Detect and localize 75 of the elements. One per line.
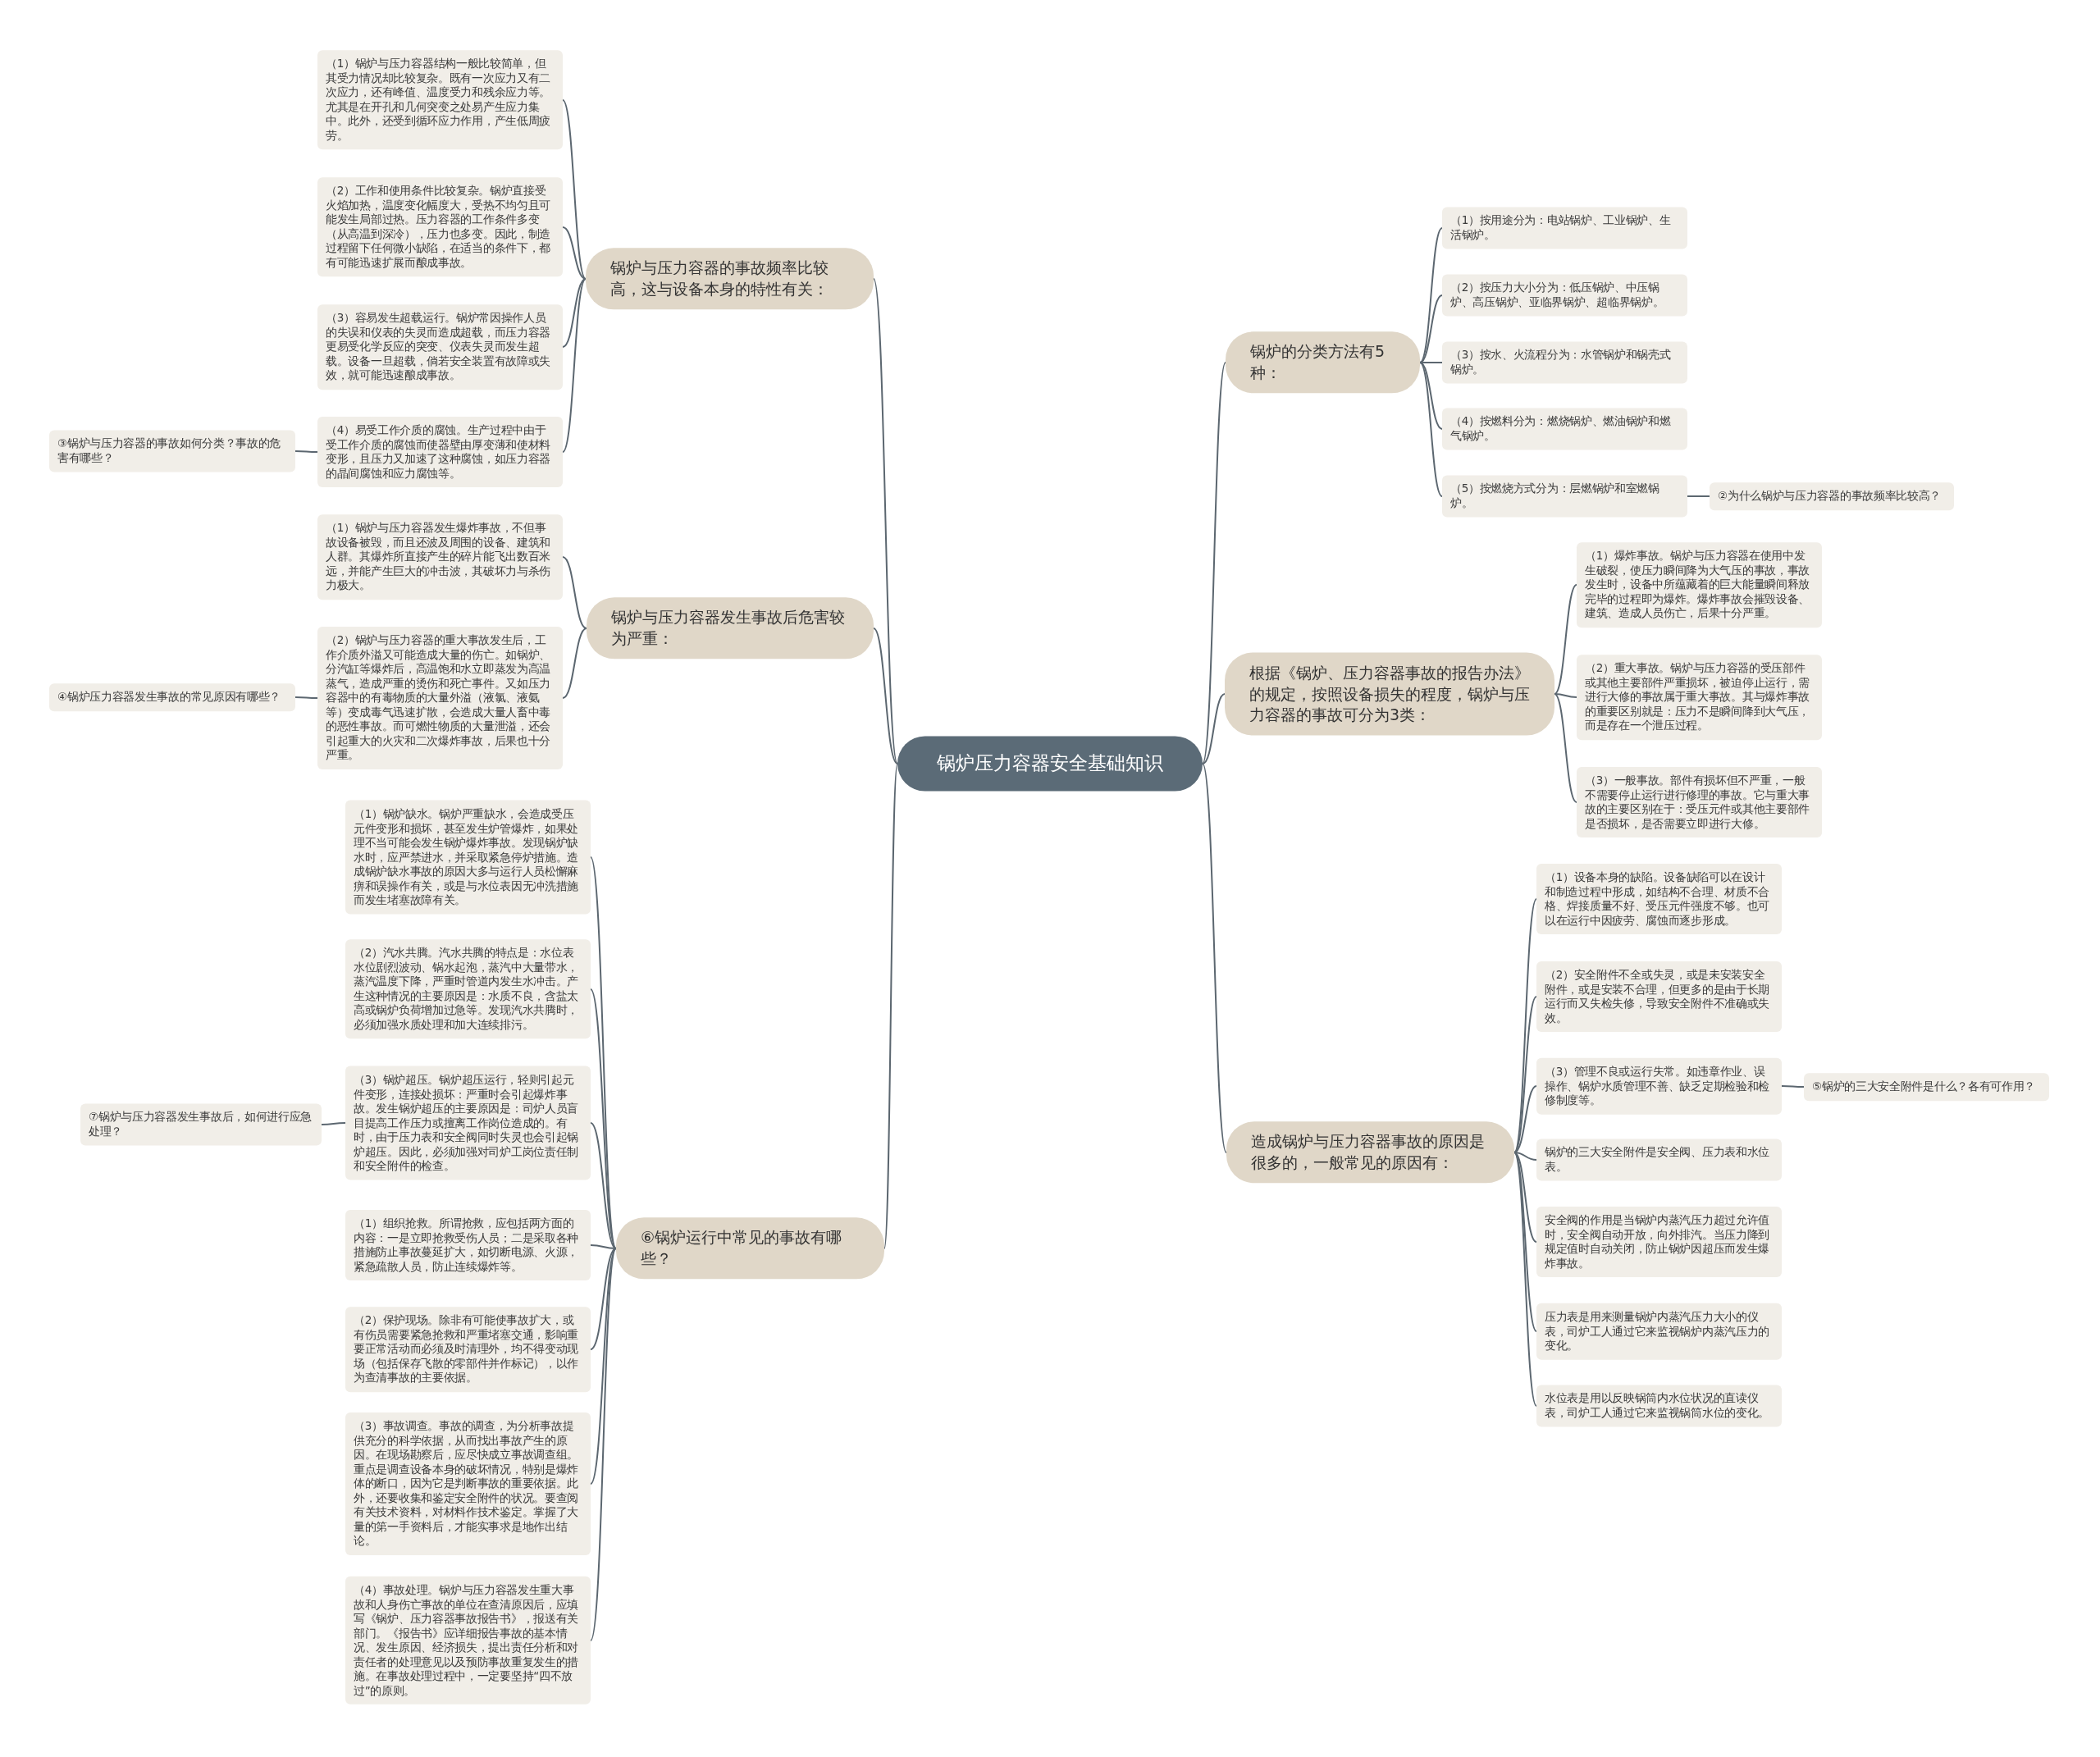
connector-line (1687, 495, 1710, 497)
connector-line (590, 1248, 617, 1641)
topic-box: ⑦锅炉与压力容器发生事故后，如何进行应急处理？ (80, 1103, 322, 1146)
topic-box: （4）事故处理。锅炉与压力容器发生重大事故和人身伤亡事故的单位在查清原因后，应填写《锅炉、压力容器事故报告书》，报送有关部门。《报告书》应详细报告事故的基本情况、发生原因、经济损失，提出责任分析和对责任者的处理意见以及预防事故重复发生的措施。在事故处理过程中，一定要坚持“四不放过”的原则。 (345, 1576, 591, 1705)
topic-box: （1）爆炸事故。锅炉与压力容器在使用中发生破裂，使压力瞬间降为大气压的事故，事故发生时，设备中所蕴藏着的巨大能量瞬间释放完毕的过程即为爆炸。爆炸事故会摧毁设备、建筑、造成人员伤亡，后果十分严重。 (1577, 542, 1822, 628)
branch-topic: ⑥锅炉运行中常见的事故有哪些？ (616, 1217, 884, 1280)
connector-line (590, 1122, 617, 1249)
connector-line (1419, 362, 1443, 497)
branch-topic: 造成锅炉与压力容器事故的原因是很多的，一般常见的原因有： (1226, 1121, 1514, 1184)
connector-line (590, 1248, 617, 1485)
connector-line (1419, 294, 1443, 363)
connector-line (1513, 1085, 1537, 1153)
connector-line (1513, 1152, 1537, 1332)
connector-line (590, 1244, 617, 1249)
connector-line (562, 226, 587, 280)
branch-topic: 根据《锅炉、压力容器事故的报告办法》的规定，按照设备损失的程度，锅炉与压力容器的事故可分为3类： (1225, 652, 1554, 736)
connector-line (1554, 693, 1577, 698)
topic-box: （2）安全附件不全或失灵，或是未安装安全附件，或是安装不合理，但更多的是由于长期运行而又失检失修，导致安全附件不准确或失效。 (1536, 961, 1782, 1033)
topic-box: 压力表是用来测量锅炉内蒸汽压力大小的仪表，司炉工人通过它来监视锅炉内蒸汽压力的变化。 (1536, 1303, 1782, 1360)
topic-box: 安全阀的作用是当锅炉内蒸汽压力超过允许值时，安全阀自动开放，向外排汽。当压力降到规定值时自动关闭，防止锅炉因超压而发生爆炸事故。 (1536, 1206, 1782, 1278)
branch-topic: 锅炉的分类方法有5种： (1226, 331, 1420, 394)
topic-box: ⑤锅炉的三大安全附件是什么？各有可作用？ (1804, 1073, 2049, 1101)
central-topic: 锅炉压力容器安全基础知识 (897, 736, 1203, 792)
connector-line (562, 278, 587, 453)
topic-box: （2）保护现场。除非有可能使事故扩大，或有伤员需要紧急抢救和严重堵塞交通，影响重要正常活动而必须及时清理外，均不得变动现场（包括保存飞散的零部件并作标记），以作为查清事故的主要依据。 (345, 1307, 591, 1392)
topic-box: 锅炉的三大安全附件是安全阀、压力表和水位表。 (1536, 1139, 1782, 1181)
connector-line (590, 988, 617, 1249)
connector-line (1554, 693, 1577, 803)
branch-topic: 锅炉与压力容器发生事故后危害较为严重： (587, 597, 874, 659)
topic-box: （3）按水、火流程分为：水管锅炉和锅壳式锅炉。 (1442, 341, 1687, 384)
connector-line (294, 450, 318, 453)
topic-box: （4）按燃料分为：燃烧锅炉、燃油锅炉和燃气锅炉。 (1442, 408, 1687, 450)
connector-line (1513, 1152, 1537, 1161)
topic-box: （1）按用途分为：电站锅炉、工业锅炉、生活锅炉。 (1442, 207, 1687, 249)
topic-box: （2）工作和使用条件比较复杂。锅炉直接受火焰加热，温度变化幅度大，受热不均匀且可能发生局部过热。压力容器的工作条件多变（从高温到深冷），压力也多变。因此，制造过程留下任何微小缺陷，在适当的条件下，都有可能迅速扩展而酿成事故。 (317, 177, 563, 277)
connector-line (294, 696, 318, 699)
topic-box: （2）重大事故。锅炉与压力容器的受压部件或其他主要部件严重损坏，被迫停止运行，需进行大修的事故属于重大事故。其与爆炸事故的重要区别就是：压力不是瞬间降到大气压，而是存在一个泄压过程。 (1577, 655, 1822, 740)
topic-box: （2）按压力大小分为：低压锅炉、中压锅炉、高压锅炉、亚临界锅炉、超临界锅炉。 (1442, 274, 1687, 317)
connector-line (873, 278, 898, 764)
connector-line (590, 1248, 617, 1350)
topic-box: （3）一般事故。部件有损坏但不严重，一般不需要停止运行进行修理的事故。它与重大事故的主要区别在于：受压元件或其他主要部件是否损坏，是否需要立即进行大修。 (1577, 766, 1822, 838)
connector-line (873, 628, 898, 764)
connector-line (883, 763, 898, 1249)
topic-box: （5）按燃烧方式分为：层燃锅炉和室燃锅炉。 (1442, 475, 1687, 518)
connector-line (1202, 693, 1226, 764)
connector-line (562, 99, 587, 280)
topic-box: （3）事故调查。事故的调查，为分析事故提供充分的科学依据，从而找出事故产生的原因。在现场勘察后，应尽快成立事故调查组。重点是调查设备本身的破坏情况，特别是爆炸体的断口，因为它是判断事故的重要依据。此外，还要收集和鉴定安全附件的状况。要查阅有关技术资料，对材料作技术鉴定。掌握了大量的第一手资料后，才能实事求是地作出结论。 (345, 1412, 591, 1555)
connector-line (1781, 1085, 1805, 1088)
topic-box: ③锅炉与压力容器的事故如何分类？事故的危害有哪些？ (49, 430, 295, 472)
connector-line (1419, 362, 1443, 430)
topic-box: （3）锅炉超压。锅炉超压运行，轻则引起元件变形，连接处损坏：严重时会引起爆炸事故。发生锅炉超压的主要原因是：司炉人员盲目提高工作压力或擅离工作岗位造成的。有时，由于压力表和安全阀同时失灵也会引起锅炉超压。因此，必须加强对司炉工岗位责任制和安全附件的检查。 (345, 1066, 591, 1180)
topic-box: （4）易受工作介质的腐蚀。生产过程中由于受工作介质的腐蚀而使器壁由厚变薄和使材料变形，且压力又加速了这种腐蚀，如压力容器的晶间腐蚀和应力腐蚀等。 (317, 416, 563, 488)
topic-box: ②为什么锅炉与压力容器的事故频率比较高？ (1710, 482, 1954, 510)
topic-box: （3）管理不良或运行失常。如违章作业、误操作、锅炉水质管理不善、缺乏定期检验和检修制度等。 (1536, 1057, 1782, 1115)
connector-line (1202, 763, 1227, 1153)
topic-box: （1）锅炉与压力容器发生爆炸事故，不但事故设备被毁，而且还波及周围的设备、建筑和人群。其爆炸所直接产生的碎片能飞出数百米远，并能产生巨大的冲击波，其破坏力与杀伤力极大。 (317, 514, 563, 600)
connector-line (1202, 362, 1226, 764)
topic-box: （2）汽水共腾。汽水共腾的特点是：水位表水位剧烈波动、锅水起泡，蒸汽中大量带水，蒸汽温度下降，严重时管道内发生水冲击。产生这种情况的主要原因是：水质不良，含盐太高或锅炉负荷增加过急等。发现汽水共腾时，必须加强水质处理和加大连续排污。 (345, 939, 591, 1039)
connector-line (562, 278, 587, 348)
topic-box: （1）组织抢救。所谓抢救，应包括两方面的内容：一是立即抢救受伤人员；二是采取各种措施防止事故蔓延扩大，如切断电源、火源，紧急疏散人员，防止连续爆炸等。 (345, 1209, 591, 1281)
connector-line (562, 628, 587, 699)
topic-box: （3）容易发生超载运行。锅炉常因操作人员的失误和仪表的失灵而造成超载，而压力容器更易受化学反应的突变、仪表失灵而发生超载。设备一旦超载，倘若安全装置有故障或失效，就可能迅速酿成事故。 (317, 304, 563, 390)
connector-line (1513, 1152, 1537, 1407)
connector-line (1513, 1152, 1537, 1243)
connector-line (1554, 584, 1577, 695)
connector-line (321, 1122, 346, 1125)
topic-box: （1）锅炉与压力容器结构一般比较简单，但其受力情况却比较复杂。既有一次应力又有二次应力，还有峰值、温度受力和残余应力等。尤其是在开孔和几何突变之处易产生应力集中。此外，还受到循环应力作用，产生低周疲劳。 (317, 50, 563, 150)
topic-box: （1）设备本身的缺陷。设备缺陷可以在设计和制造过程中形成，如结构不合理、材质不合格、焊接质量不好、受压元件强度不够。也可以在运行中因疲劳、腐蚀而逐步形成。 (1536, 863, 1782, 935)
topic-box: 水位表是用以反映锅筒内水位状况的直读仪表，司炉工人通过它来监视锅筒水位的变化。 (1536, 1385, 1782, 1427)
topic-box: （2）锅炉与压力容器的重大事故发生后，工作介质外溢又可能造成大量的伤亡。如锅炉、分汽缸等爆炸后，高温饱和水立即蒸发为高温蒸气，造成严重的烫伤和死亡事件。又如压力容器中的有毒物质的大量外溢（液氯、液氨等）变成毒气迅速扩散，会造成大量人畜中毒的恶性事故。而可燃性物质的大量泄溢，还会引起重大的火灾和二次爆炸事故，后果也十分严重。 (317, 627, 563, 769)
connector-line (562, 556, 587, 629)
topic-box: ④锅炉压力容器发生事故的常见原因有哪些？ (49, 683, 295, 711)
topic-box: （1）锅炉缺水。锅炉严重缺水，会造成受压元件变形和损坏，甚至发生炉管爆炸，如果处理不当可能会发生锅炉爆炸事故。发现锅炉缺水时，应严禁进水，并采取紧急停炉措施。造成锅炉缺水事故的原因大多与运行人员松懈麻痹和误操作有关，或是与水位表因无冲洗措施而发生堵塞故障有关。 (345, 800, 591, 915)
branch-topic: 锅炉与压力容器的事故频率比较高，这与设备本身的特性有关： (586, 248, 874, 310)
connector-line (1513, 898, 1537, 1153)
